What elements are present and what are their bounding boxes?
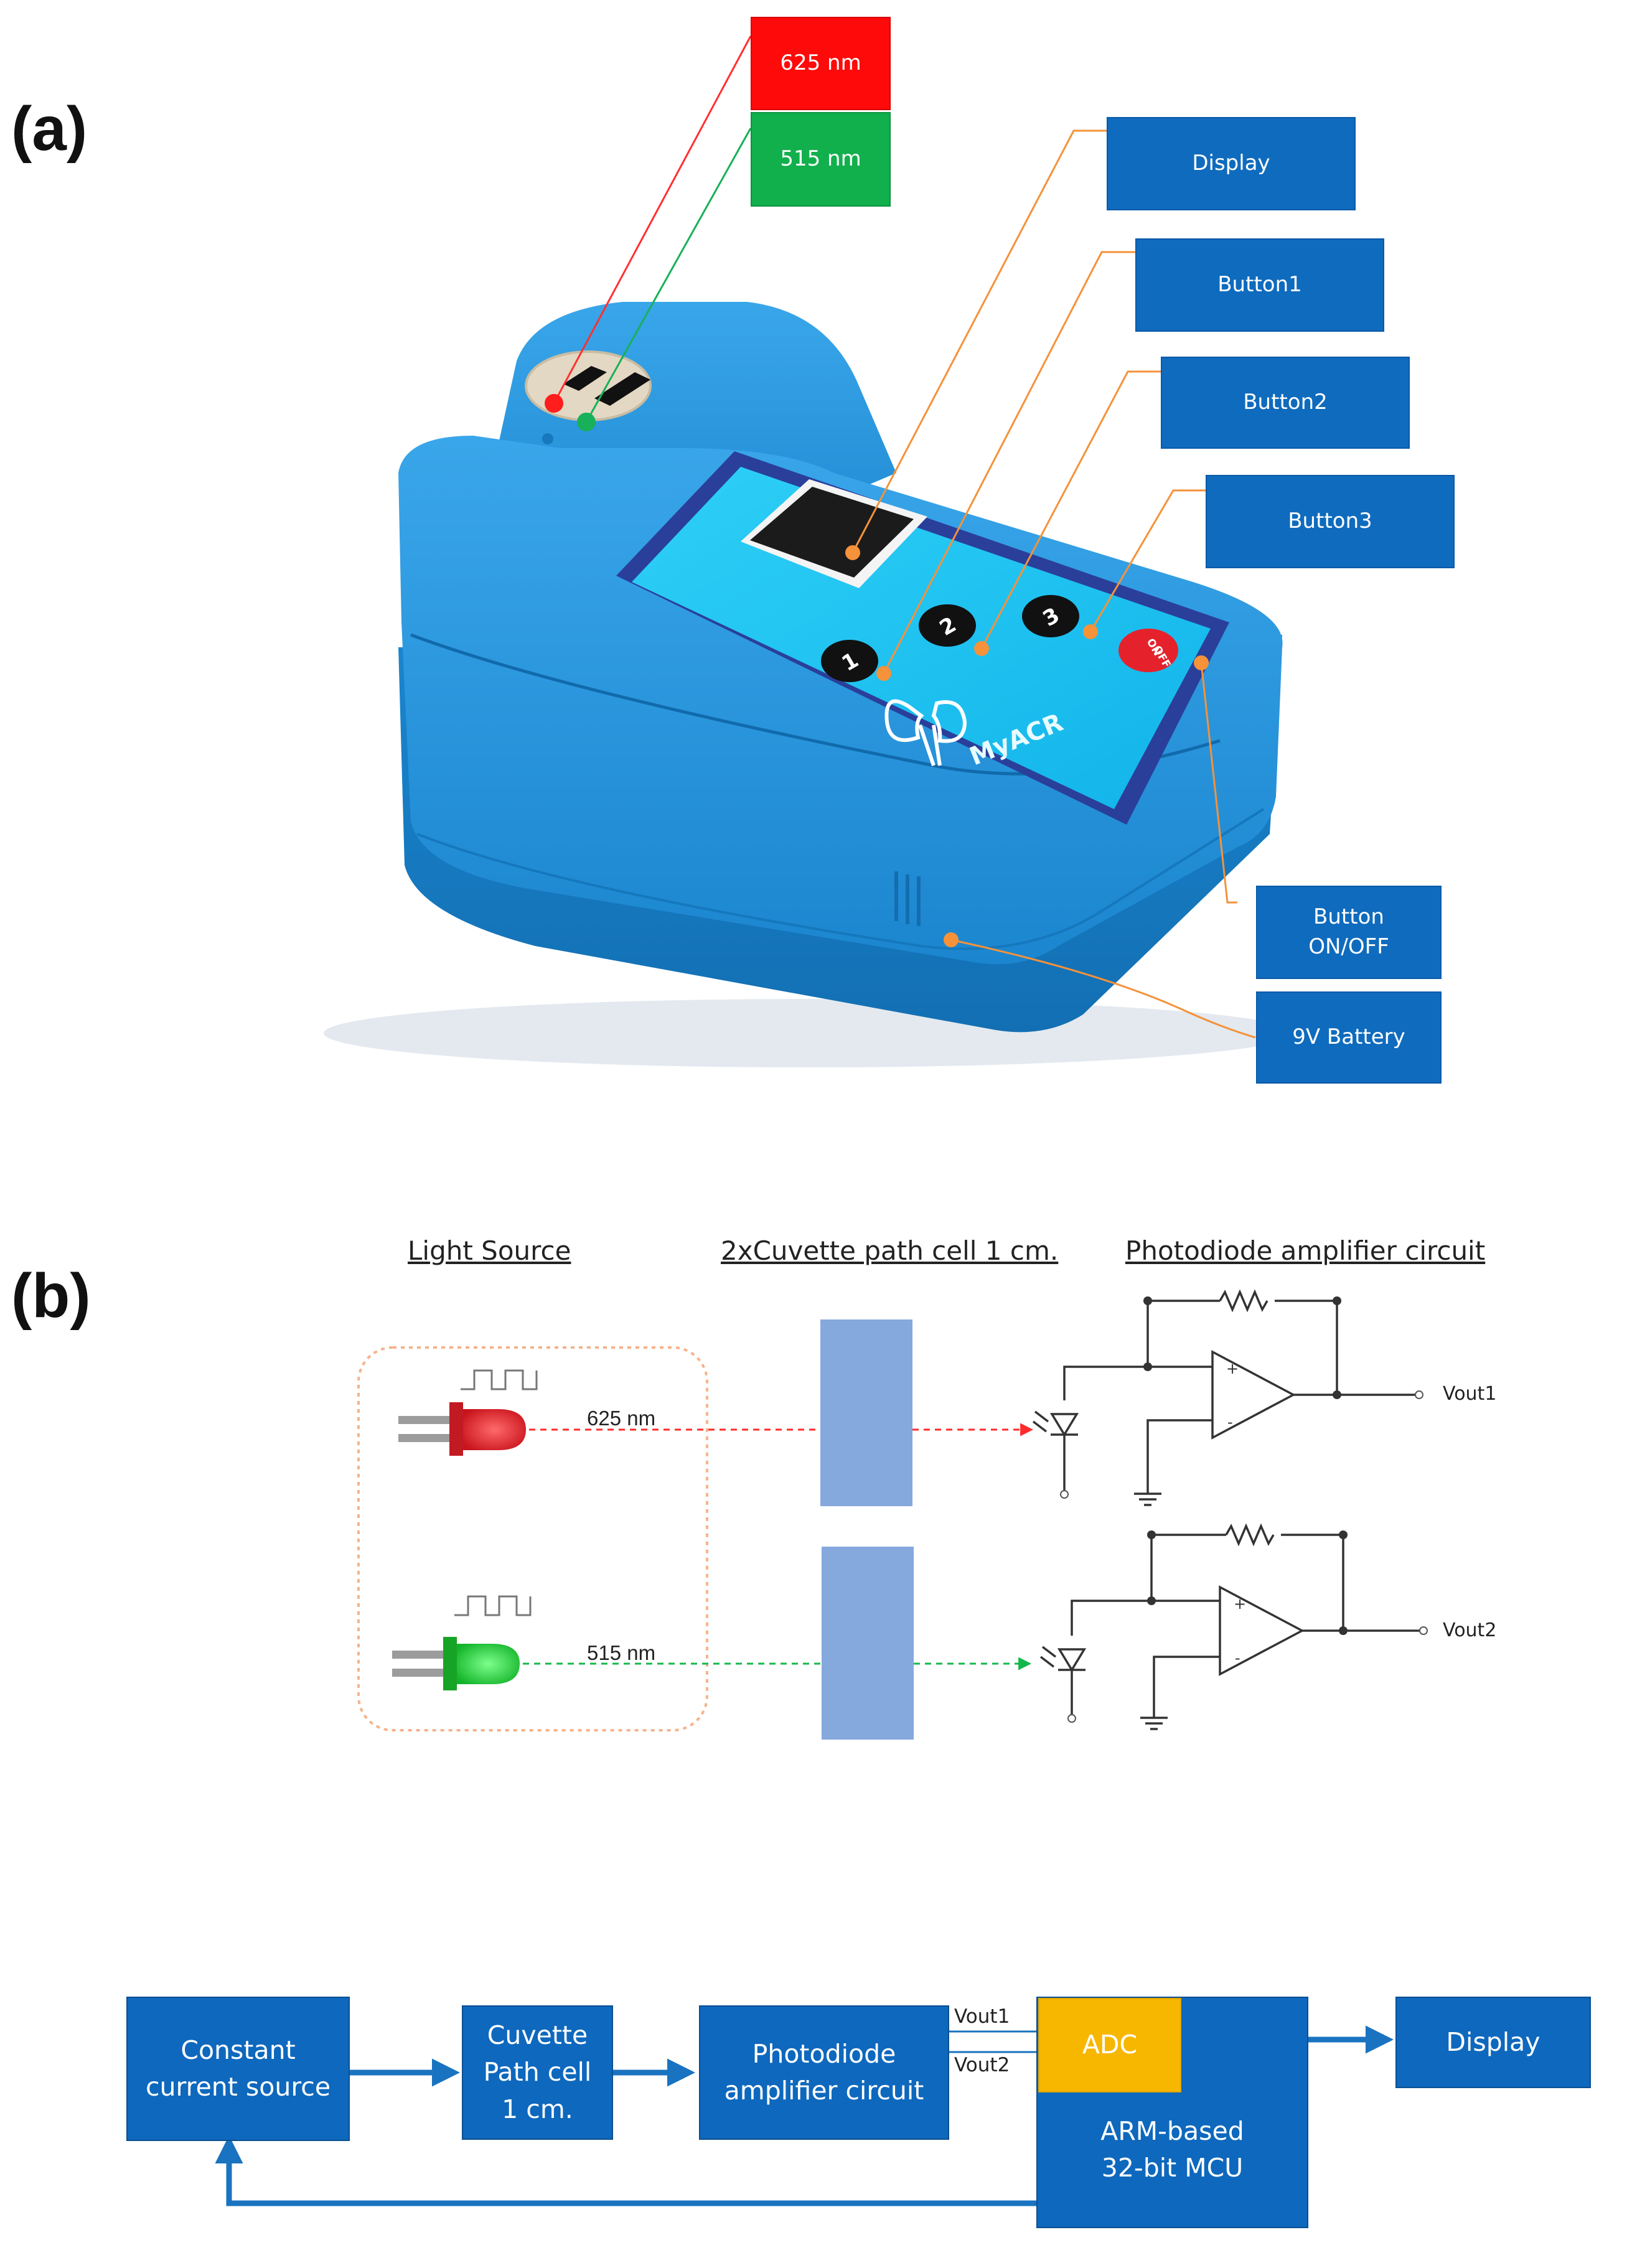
- callout-button2-line: [980, 370, 1161, 649]
- red-led-icon: [398, 1402, 526, 1456]
- block-connectors: [215, 2025, 1394, 2206]
- battery-vents: [894, 871, 921, 926]
- vout-lines: [949, 2030, 1036, 2053]
- block-cuvette-line1: Cuvette: [487, 2020, 588, 2050]
- label-625nm: 625 nm: [751, 17, 891, 110]
- callout-515-line: [585, 128, 752, 423]
- amp1-junctions: [1143, 1296, 1341, 1399]
- amplifier-circuit-1: [1032, 1289, 1416, 1506]
- block-display: Display: [1395, 1997, 1591, 2088]
- button3-dot: [1083, 624, 1098, 639]
- block-cuvette-line2: Path cell: [483, 2057, 592, 2088]
- label-button-onoff: Button ON/OFF: [1256, 886, 1442, 979]
- label-button-onoff-line2: ON/OFF: [1308, 934, 1389, 959]
- circuit-vout2-label: Vout2: [1443, 1619, 1497, 1641]
- vout1-terminal: [1415, 1390, 1423, 1399]
- diode1-terminal: [1060, 1490, 1069, 1499]
- green-led-dot: [577, 413, 596, 431]
- feedback-resistor-2: [1225, 1523, 1275, 1547]
- label-button1: Button1: [1135, 238, 1384, 332]
- display-screen: [750, 487, 914, 578]
- diode2-terminal: [1067, 1714, 1076, 1723]
- cuvette-slot-1: [563, 366, 607, 391]
- opamp-1: [1211, 1350, 1296, 1440]
- myacr-device: 1 2 3 ON OFF MyACR: [324, 302, 1295, 1067]
- opamp1-minus: -: [1227, 1413, 1233, 1431]
- callout-display-line: [851, 129, 1107, 553]
- button-3-graphic: 3: [1022, 595, 1079, 637]
- device-shadow: [324, 999, 1295, 1067]
- callout-lines: [553, 35, 1256, 1039]
- pulse-icon-red: [461, 1369, 538, 1390]
- light-source-box: [357, 1346, 708, 1731]
- opamp2-plus: +: [1234, 1595, 1246, 1613]
- opamp-2: [1219, 1585, 1305, 1676]
- button-1-graphic: 1: [821, 640, 878, 682]
- block-amplifier-line2: amplifier circuit: [724, 2076, 924, 2106]
- block-current-source-line1: Constant: [181, 2035, 296, 2065]
- beam-label-515nm: 515 nm: [587, 1641, 656, 1664]
- vout2-terminal: [1419, 1626, 1428, 1635]
- cuvette-1: [820, 1319, 912, 1506]
- block-mcu-line2: 32-bit MCU: [1101, 2153, 1244, 2183]
- block-cuvette-path-cell: Cuvette Path cell 1 cm.: [462, 2005, 613, 2140]
- label-button-onoff-line1: Button: [1313, 904, 1384, 930]
- label-button2: Button2: [1161, 357, 1410, 449]
- display-dot: [845, 545, 860, 560]
- arrow-feedback: [215, 2135, 1036, 2206]
- amplifier-circuit-2: [1039, 1523, 1420, 1730]
- header-amplifier: Photodiode amplifier circuit: [1125, 1235, 1486, 1266]
- button-onoff-graphic: ON OFF: [1118, 629, 1178, 672]
- device-edge: [416, 808, 1265, 950]
- green-led-icon: [392, 1637, 520, 1690]
- kidney-logo-icon: [884, 699, 967, 766]
- block-amplifier-line1: Photodiode: [752, 2038, 896, 2069]
- opamp1-plus: +: [1226, 1360, 1239, 1377]
- cuvette-2: [822, 1547, 914, 1740]
- signal-vout1-label: Vout1: [954, 2005, 1010, 2028]
- header-cuvette: 2xCuvette path cell 1 cm.: [721, 1235, 1059, 1266]
- feedback-resistor-1: [1219, 1289, 1268, 1313]
- block-adc: ADC: [1038, 1998, 1181, 2092]
- onoff-dot: [1194, 655, 1209, 670]
- label-9v-battery: 9V Battery: [1256, 991, 1442, 1084]
- cuvette-slot-2: [594, 372, 650, 406]
- signal-vout2-label: Vout2: [954, 2054, 1010, 2076]
- label-button3: Button3: [1206, 475, 1455, 568]
- pulse-icon-green: [454, 1595, 532, 1616]
- panel-a-letter: (a): [11, 94, 88, 164]
- callout-button3-line: [1089, 489, 1206, 632]
- panel-b-letter: (b): [11, 1261, 91, 1331]
- label-display: Display: [1107, 117, 1356, 210]
- red-led-dot: [545, 394, 563, 413]
- device-hole: [542, 433, 553, 444]
- opamp2-minus: -: [1235, 1649, 1240, 1667]
- callout-625-line: [553, 35, 752, 404]
- block-photodiode-amplifier: Photodiode amplifier circuit: [699, 2005, 949, 2140]
- button-2-graphic: 2: [919, 604, 976, 647]
- block-constant-current-source: Constant current source: [126, 1997, 350, 2141]
- button2-dot: [974, 641, 989, 656]
- amp2-junctions: [1147, 1530, 1348, 1635]
- callout-onoff-line: [1200, 662, 1237, 904]
- callout-button1-line: [883, 251, 1135, 674]
- callout-dots: [545, 394, 1209, 947]
- callout-battery-line: [950, 939, 1256, 1039]
- block-current-source-line2: current source: [145, 2072, 331, 2102]
- button1-dot: [876, 666, 891, 681]
- circuit-vout1-label: Vout1: [1443, 1383, 1497, 1405]
- header-light-source: Light Source: [408, 1235, 571, 1266]
- beam-label-625nm: 625 nm: [587, 1407, 656, 1430]
- label-515nm: 515 nm: [751, 112, 891, 207]
- battery-dot: [944, 932, 959, 947]
- block-cuvette-line3: 1 cm.: [502, 2094, 573, 2124]
- block-mcu-line1: ARM-based: [1100, 2116, 1244, 2146]
